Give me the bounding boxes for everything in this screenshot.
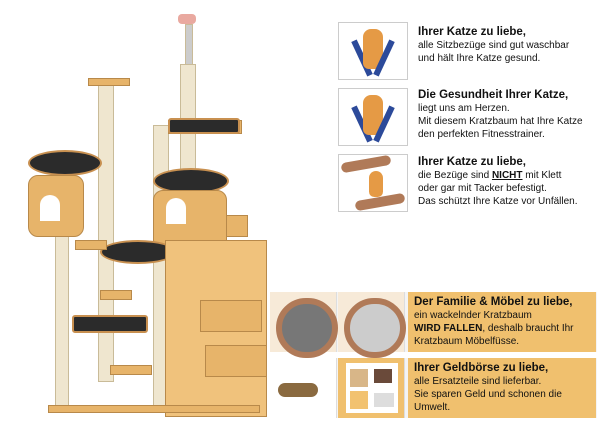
feature-image-1 <box>338 22 408 80</box>
cat-tree-illustration <box>0 0 270 427</box>
box-line: Sie sparen Geld und schonen die <box>414 389 562 400</box>
box-line: WIRD FALLEN, deshalb braucht Ihr <box>414 323 574 334</box>
room-photo-hands <box>338 292 406 358</box>
feature-line: die Bezüge sind NICHT mit Klett <box>418 170 562 181</box>
feature-title: Die Gesundheit Ihrer Katze, <box>418 89 569 101</box>
spare-parts-image <box>338 358 405 418</box>
family-photo-hands <box>270 292 338 358</box>
family-furniture-panel: Der Familie & Möbel zu liebe, ein wackel… <box>270 292 597 358</box>
feature-title: Ihrer Katze zu liebe, <box>418 26 527 38</box>
feature-text-1: Ihrer Katze zu liebe, alle Sitzbezüge si… <box>418 26 569 65</box>
hands-cat-icon <box>340 155 392 174</box>
feature-line: und hält Ihre Katze gesund. <box>418 53 541 64</box>
box-line: alle Ersatzteile sind lieferbar. <box>414 376 542 387</box>
feature-line: Mit diesem Kratzbaum hat Ihre Katze <box>418 116 583 127</box>
wallet-panel: Ihrer Geldbörse zu liebe, alle Ersatztei… <box>270 358 597 418</box>
feature-title: Ihrer Katze zu liebe, <box>418 156 527 168</box>
feature-line: alle Sitzbezüge sind gut waschbar <box>418 40 570 51</box>
feature-image-3 <box>338 154 408 212</box>
feature-text-3: Ihrer Katze zu liebe, die Bezüge sind NI… <box>418 156 578 208</box>
box-line: Kratzbaum Möbelfüsse. <box>414 336 520 347</box>
box-title: Der Familie & Möbel zu liebe, <box>414 296 573 308</box>
feature-line: den perfekten Fitnesstrainer. <box>418 129 545 140</box>
feature-text-2: Die Gesundheit Ihrer Katze, liegt uns am… <box>418 89 583 141</box>
box-title: Ihrer Geldbörse zu liebe, <box>414 362 549 374</box>
feature-line: oder gar mit Tacker befestigt. <box>418 183 547 194</box>
box-line: Umwelt. <box>414 402 451 413</box>
feature-line: liegt uns am Herzen. <box>418 103 510 114</box>
wallet-hands-image <box>270 358 337 418</box>
ceiling-cap <box>178 14 196 24</box>
feature-image-2 <box>338 88 408 146</box>
feature-line: Das schützt Ihre Katze vor Unfällen. <box>418 196 578 207</box>
box-line: ein wackelnder Kratzbaum <box>414 310 532 321</box>
